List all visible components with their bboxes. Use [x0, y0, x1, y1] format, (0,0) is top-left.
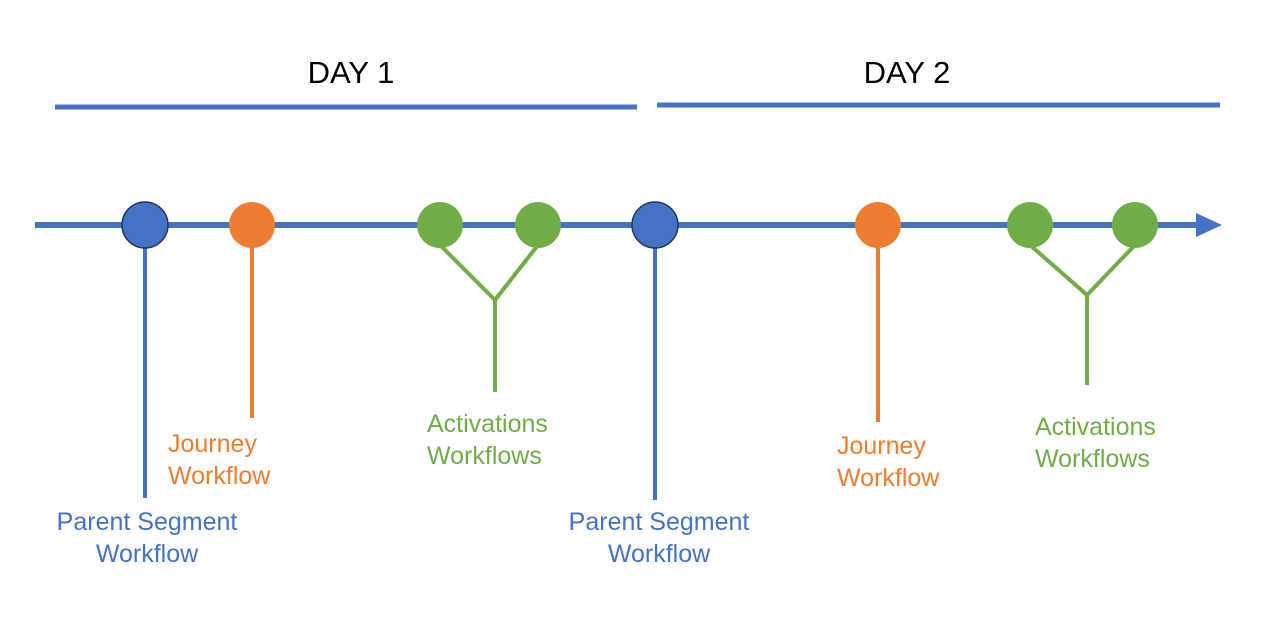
- activations-workflows-day2-marker-2: [1112, 202, 1158, 248]
- activations-workflows-day1-marker-1: [417, 202, 463, 248]
- activations-workflows-day2-branch-left: [1028, 243, 1089, 297]
- parent-segment-workflow-day1-marker: [121, 201, 169, 249]
- activations-workflows-day2-branch-right: [1085, 243, 1137, 297]
- journey-workflow-day2-marker: [855, 202, 901, 248]
- journey-workflow-day2-label: Journey Workflow: [837, 432, 940, 492]
- activations-workflows-day1-branch-left: [438, 243, 497, 302]
- activations-workflows-day2-marker-1: [1007, 202, 1053, 248]
- activations-workflows-day1-marker-2: [515, 202, 561, 248]
- parent-segment-workflow-day2-label: Parent Segment Workflow: [568, 508, 750, 568]
- journey-workflow-day1-marker: [229, 202, 275, 248]
- day2-heading: DAY 2: [863, 55, 951, 90]
- parent-segment-workflow-day2-marker: [631, 201, 679, 249]
- activations-workflows-day1-branch-right: [493, 243, 540, 302]
- day1-heading: DAY 1: [307, 55, 395, 90]
- activations-workflows-day2-label: Activations Workflows: [1035, 413, 1156, 473]
- journey-workflow-day1-label: Journey Workflow: [168, 430, 271, 490]
- activations-workflows-day1-label: Activations Workflows: [427, 410, 548, 470]
- parent-segment-workflow-day1-label: Parent Segment Workflow: [56, 508, 238, 568]
- timeline-arrowhead: [1196, 213, 1222, 237]
